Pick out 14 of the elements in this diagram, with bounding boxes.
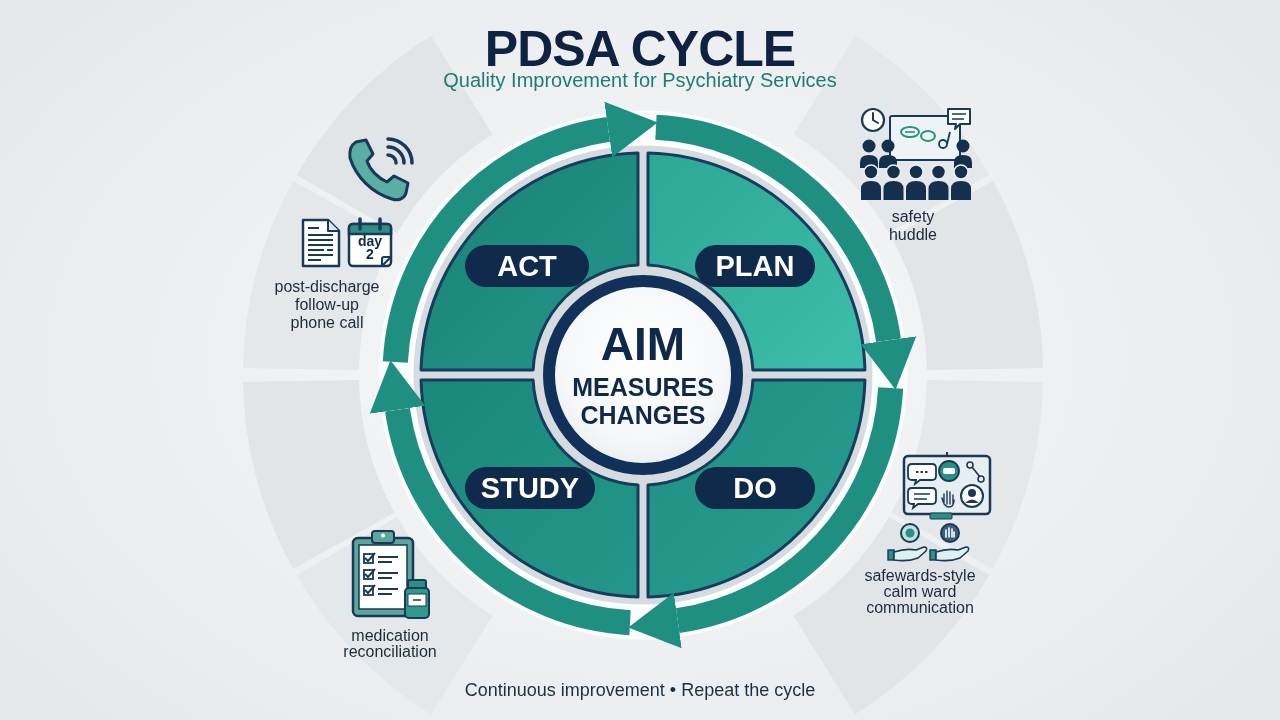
- phase-label: STUDY: [465, 467, 595, 509]
- phase-label: PLAN: [695, 245, 815, 287]
- center-subheading: MEASURES: [572, 373, 714, 401]
- icon-caption: safety huddle: [887, 208, 938, 244]
- caption: Continuous improvement • Repeat the cycle: [464, 681, 816, 699]
- center-subheading: CHANGES: [580, 401, 706, 429]
- subtitle: Quality Improvement for Psychiatry Services: [443, 70, 837, 90]
- phase-label: ACT: [465, 245, 589, 287]
- icon-caption: medication reconciliation: [342, 628, 438, 660]
- calendar-date-text: day 2: [356, 235, 384, 261]
- icon-caption: safewards-style calm ward communication: [863, 568, 977, 616]
- center-heading: AIM: [600, 321, 686, 367]
- icon-caption: post-discharge follow-up phone call: [273, 278, 381, 332]
- phase-label: DO: [695, 467, 815, 509]
